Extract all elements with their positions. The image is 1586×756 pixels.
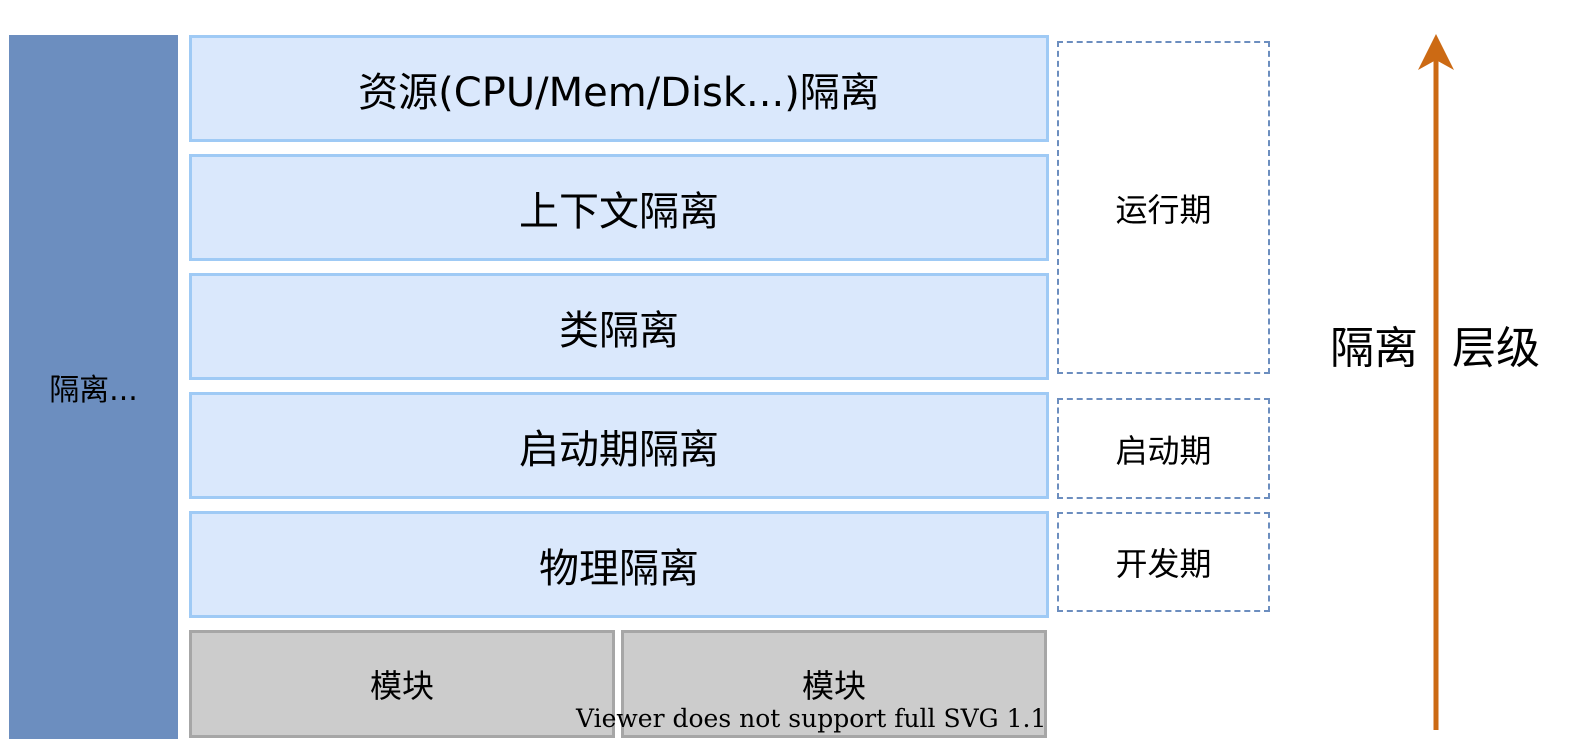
module-box-2: 模块 — [621, 630, 1047, 738]
layer-class-isolation: 类隔离 — [189, 273, 1049, 380]
up-arrow-icon — [1418, 34, 1454, 730]
phase-label: 启动期 — [1115, 431, 1212, 470]
layer-label: 物理隔离 — [539, 545, 699, 592]
phase-development: 开发期 — [1057, 512, 1270, 612]
module-box-1: 模块 — [189, 630, 615, 738]
axis-label-left: 隔离 — [1330, 323, 1418, 374]
layer-startup-isolation: 启动期隔离 — [189, 392, 1049, 499]
module-label: 模块 — [801, 667, 866, 705]
layer-label: 资源(CPU/Mem/Disk...)隔离 — [358, 69, 880, 116]
layer-physical-isolation: 物理隔离 — [189, 511, 1049, 618]
phase-startup: 启动期 — [1057, 398, 1270, 499]
layer-context-isolation: 上下文隔离 — [189, 154, 1049, 261]
phase-label: 开发期 — [1115, 545, 1212, 583]
layer-label: 类隔离 — [559, 307, 679, 354]
axis-label-right: 层级 — [1452, 323, 1540, 374]
module-label: 模块 — [369, 667, 434, 705]
isolation-level-label: 隔离 层级 — [1330, 318, 1540, 374]
phase-label: 运行期 — [1115, 190, 1212, 229]
svg-support-notice: Viewer does not support full SVG 1.1 — [576, 704, 1047, 733]
isolation-side-bar: 隔离... — [9, 35, 178, 739]
phase-runtime: 运行期 — [1057, 41, 1270, 374]
layer-label: 上下文隔离 — [519, 188, 719, 235]
layer-label: 启动期隔离 — [519, 426, 719, 473]
side-bar-label: 隔离... — [49, 373, 138, 408]
layer-resource-isolation: 资源(CPU/Mem/Disk...)隔离 — [189, 35, 1049, 142]
